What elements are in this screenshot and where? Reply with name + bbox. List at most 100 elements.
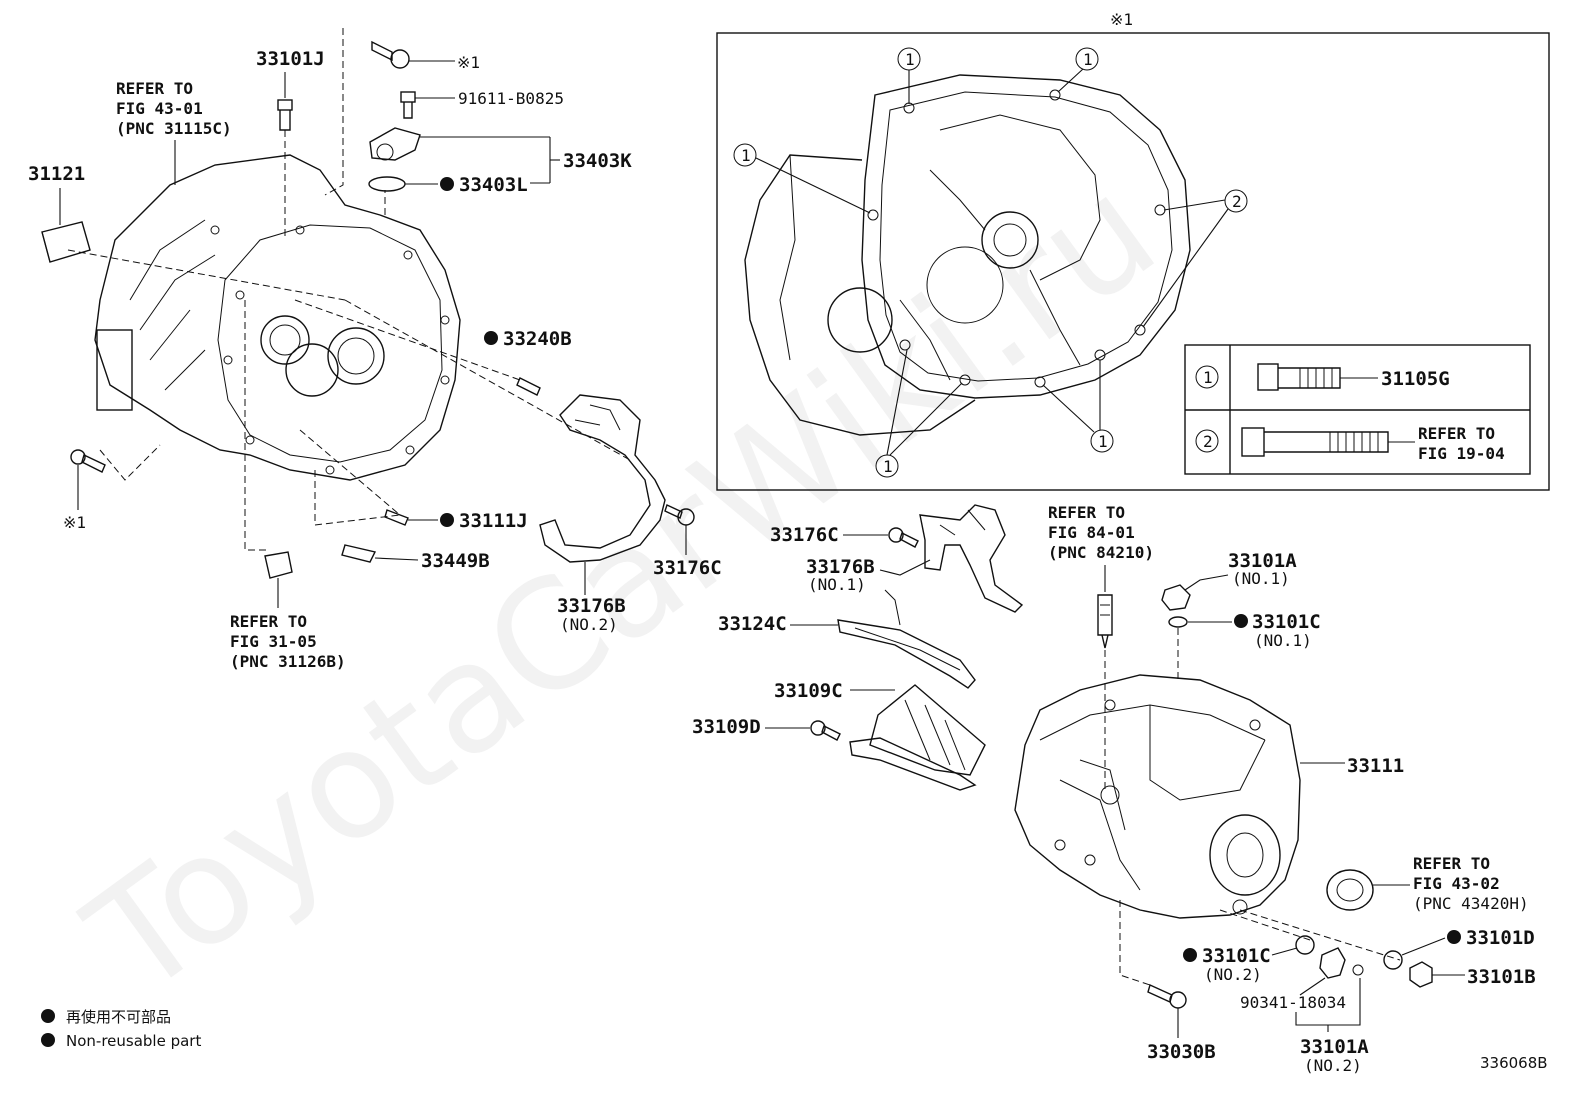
non-reusable-dot: [484, 331, 498, 345]
label-33111: 33111: [1347, 755, 1404, 777]
label-no1-a: (NO.1): [808, 575, 866, 594]
non-reusable-dot: [1447, 930, 1461, 944]
label-33403K: 33403K: [563, 150, 632, 172]
part-33403K: 33403K: [369, 127, 632, 183]
label-no1-c: (NO.1): [1254, 631, 1312, 650]
bolt-table-row2: 2 REFER TO FIG 19-04: [1195, 424, 1505, 463]
svg-text:FIG 84-01: FIG 84-01: [1048, 523, 1135, 542]
part-31121: 31121: [28, 163, 91, 263]
callout-1-top-b: 1: [1057, 47, 1099, 93]
label-33101J: 33101J: [256, 48, 325, 70]
long-bolt-icon: [1241, 427, 1265, 457]
label-33124C: 33124C: [718, 613, 787, 635]
part-33109C: 33109C: [774, 680, 986, 776]
svg-text:REFER TO: REFER TO: [230, 612, 307, 631]
svg-text:REFER TO: REFER TO: [1413, 854, 1490, 873]
ref-fig-84-01: REFER TO FIG 84-01 (PNC 84210): [1048, 503, 1154, 790]
label-33240B: 33240B: [503, 328, 572, 350]
bolt-table-row1: 1 31105G: [1195, 363, 1450, 391]
label-33101B: 33101B: [1467, 966, 1536, 988]
label-33109C: 33109C: [774, 680, 843, 702]
part-33101C-no2: 33101C (NO.2): [1183, 935, 1315, 984]
label-33111J: 33111J: [459, 510, 528, 532]
label-33403L: 33403L: [459, 174, 528, 196]
ref-fig-43-01: REFER TO FIG 43-01 (PNC 31115C): [116, 79, 232, 185]
top-bolt-ref1: ※1: [371, 40, 480, 72]
part-33176C-mid: 33176C: [770, 524, 919, 548]
label-33101A-no2: 33101A: [1300, 1036, 1369, 1058]
svg-text:(PNC 31126B): (PNC 31126B): [230, 652, 346, 671]
legend-en: Non-reusable part: [66, 1032, 201, 1050]
part-33176C-left: 33176C: [653, 504, 722, 579]
non-reusable-dot: [1183, 948, 1197, 962]
label-31121: 31121: [28, 163, 85, 185]
label-no2-c: (NO.2): [1304, 1056, 1362, 1075]
ref-fig-31-05: REFER TO FIG 31-05 (PNC 31126B): [230, 551, 346, 671]
label-33176B-no2: 33176B: [557, 595, 626, 617]
label-33101A-no1: 33101A: [1228, 550, 1297, 572]
inset-ref-mark: ※1: [1110, 10, 1133, 29]
label-33176B-no1: 33176B: [806, 556, 875, 578]
part-31105G: 31105G: [1381, 368, 1450, 390]
svg-text:(PNC 31115C): (PNC 31115C): [116, 119, 232, 138]
non-reusable-dot: [440, 513, 454, 527]
part-33111J: 33111J: [384, 509, 528, 532]
part-33101A-no2: 33101A (NO.2): [1300, 1036, 1369, 1075]
label-33109D: 33109D: [692, 716, 761, 738]
callout-1-top-a: 1: [897, 47, 921, 104]
part-91611-B0825: 91611-B0825: [400, 89, 564, 119]
svg-text:REFER TO: REFER TO: [1048, 503, 1125, 522]
label-33176C-mid: 33176C: [770, 524, 839, 546]
svg-text:1: 1: [1203, 368, 1213, 387]
inset-housing-face: [744, 74, 1191, 436]
inset-panel: ※1 1: [716, 10, 1550, 491]
part-90341-18034: 90341-18034: [1240, 947, 1364, 1032]
diagram-id: 336068B: [1480, 1054, 1548, 1072]
svg-text:(PNC 84210): (PNC 84210): [1048, 543, 1154, 562]
legend-jp: 再使用不可部品: [66, 1008, 171, 1026]
callout-1-bottom-a: 1: [875, 349, 963, 478]
ref-fig-19-04-line1: REFER TO: [1418, 424, 1495, 443]
legend: 再使用不可部品 Non-reusable part: [41, 1008, 201, 1050]
part-33176B-no2: 33176B (NO.2): [539, 394, 666, 634]
lower-bracket: [849, 737, 977, 791]
label-no1-b: (NO.1): [1232, 569, 1290, 588]
part-33109D: 33109D: [692, 716, 841, 741]
bolt-icon: [1257, 363, 1279, 391]
part-33101J: 33101J: [256, 48, 325, 131]
svg-text:FIG 43-01: FIG 43-01: [116, 99, 203, 118]
transaxle-case: 33111: [1014, 674, 1404, 919]
svg-text:FIG 43-02: FIG 43-02: [1413, 874, 1500, 893]
callout-1-left: 1: [733, 143, 871, 214]
clutch-housing: [94, 154, 461, 481]
label-90341-18034: 90341-18034: [1240, 993, 1346, 1012]
svg-text:1: 1: [883, 457, 893, 476]
part-33449B: 33449B: [341, 544, 490, 572]
svg-text:1: 1: [905, 50, 915, 69]
callout-2-right: 2: [1142, 189, 1248, 328]
svg-text:FIG 31-05: FIG 31-05: [230, 632, 317, 651]
ref-fig-19-04-line2: FIG 19-04: [1418, 444, 1505, 463]
svg-text:2: 2: [1232, 192, 1242, 211]
svg-text:1: 1: [1098, 432, 1108, 451]
part-33101C-no1: 33101C (NO.1): [1168, 611, 1321, 680]
svg-text:1: 1: [1083, 50, 1093, 69]
callout-1-bottom-b: 1: [1042, 360, 1114, 453]
label-91611-B0825: 91611-B0825: [458, 89, 564, 108]
svg-text:2: 2: [1203, 432, 1213, 451]
bolt-table: 1 31105G 2 REFER TO FIG 19-04: [1184, 344, 1531, 475]
non-reusable-dot: [1234, 614, 1248, 628]
svg-text:1: 1: [741, 146, 751, 165]
svg-text:(PNC 43420H): (PNC 43420H): [1413, 894, 1529, 913]
label-33176C-left: 33176C: [653, 557, 722, 579]
inset-frame: [716, 32, 1550, 491]
legend-dot-en: [41, 1033, 55, 1047]
part-33101A-no1: 33101A (NO.1): [1161, 550, 1297, 611]
part-33124C: 33124C: [718, 589, 976, 689]
label-no2-b: (NO.2): [1204, 965, 1262, 984]
ref-mark-top: ※1: [457, 53, 480, 72]
label-33101D: 33101D: [1466, 927, 1535, 949]
part-33030B: 33030B: [1147, 984, 1216, 1063]
ref-mark-bottom: ※1: [63, 513, 86, 532]
